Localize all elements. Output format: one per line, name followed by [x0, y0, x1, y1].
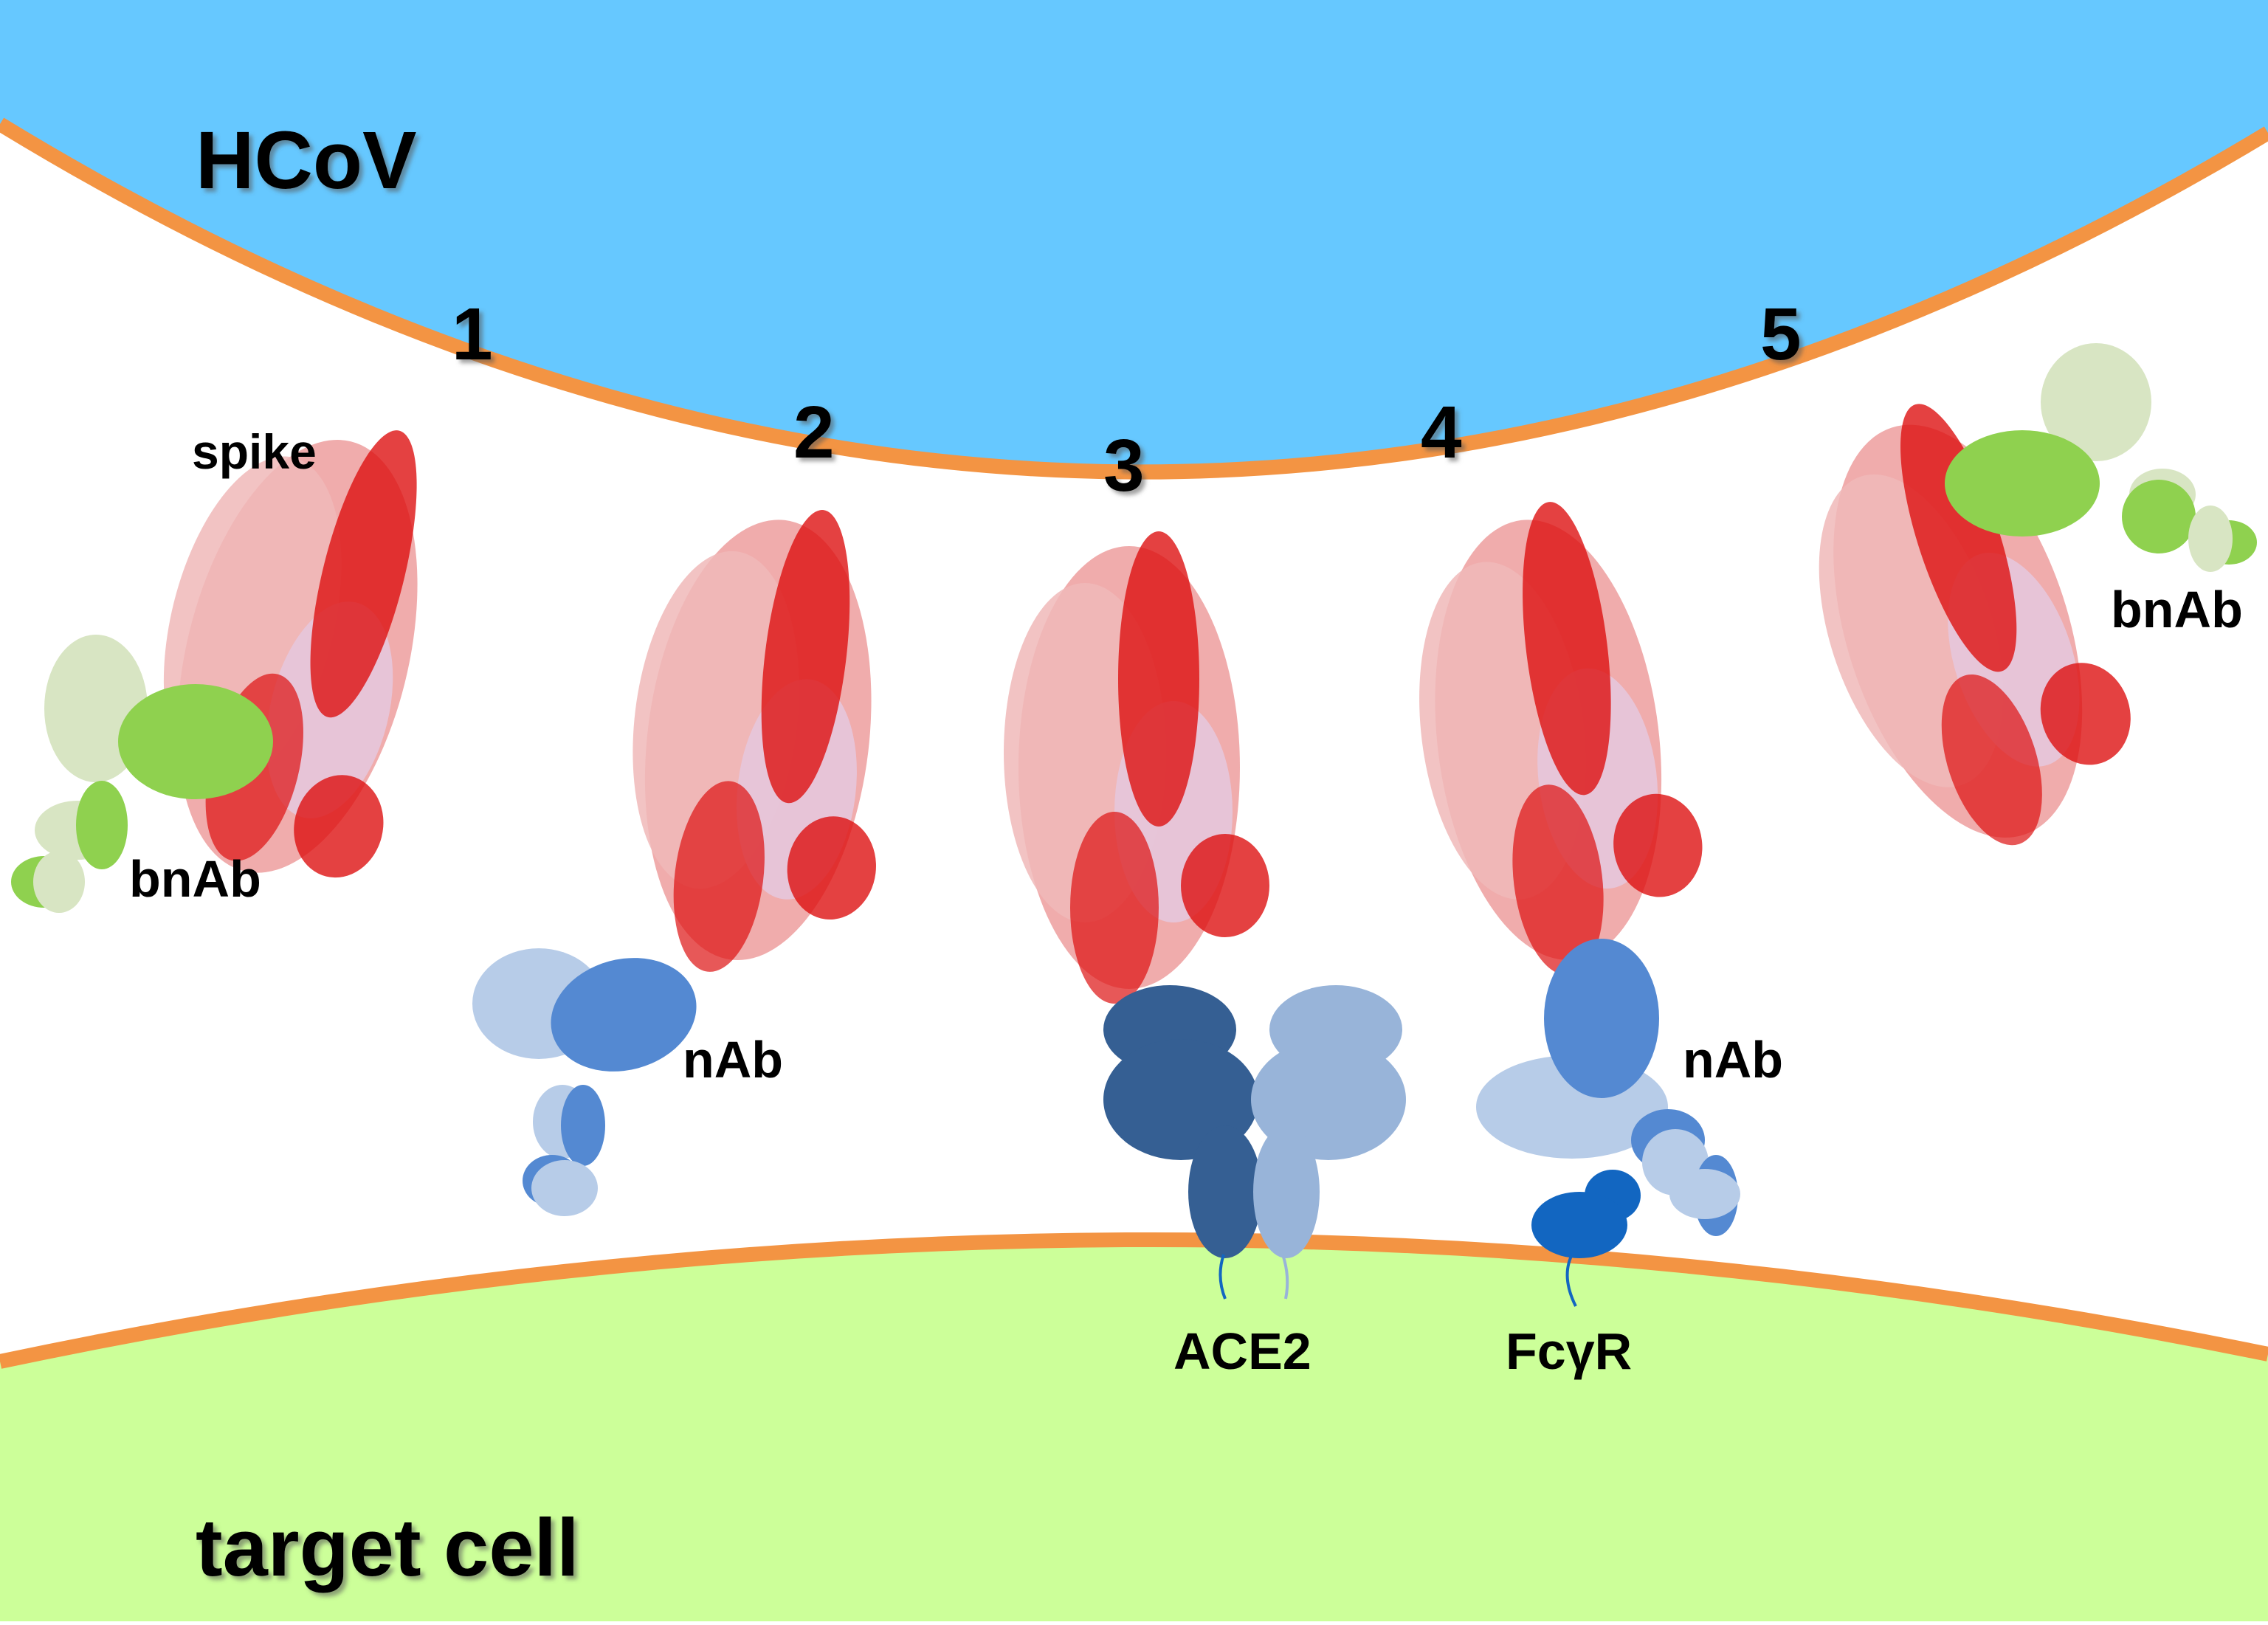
step-number-5: 5	[1760, 293, 1802, 376]
bnab-antibody-right	[1945, 343, 2257, 572]
target-cell-body	[0, 1239, 2268, 1621]
spike-protein	[1419, 502, 1703, 976]
step-number-3: 3	[1103, 424, 1145, 507]
fcgr-label: FcγR	[1506, 1322, 1632, 1380]
nab-label-right: nAb	[1683, 1031, 1783, 1088]
spike-protein	[1004, 531, 1269, 1004]
virus-label: HCoV	[196, 115, 416, 206]
nab-antibody-left	[472, 948, 697, 1216]
nab-antibody-right	[1476, 939, 1740, 1236]
fcgr-receptor	[1531, 1170, 1641, 1307]
target-cell-label: target cell	[196, 1502, 579, 1593]
virus-envelope	[0, 0, 2268, 472]
bnab-label-right: bnAb	[2111, 581, 2243, 638]
nab-label-left: nAb	[683, 1031, 783, 1088]
spike-protein	[633, 510, 876, 972]
bnab-antibody-left	[11, 635, 273, 913]
ace2-receptor	[1103, 985, 1406, 1300]
cell-membrane	[0, 1232, 2268, 1369]
step-number-1: 1	[452, 293, 493, 376]
step-number-2: 2	[793, 391, 835, 474]
spike-label: spike	[192, 424, 317, 479]
virus-membrane	[0, 117, 2268, 480]
bnab-label-left: bnAb	[129, 850, 261, 908]
ace2-label: ACE2	[1173, 1322, 1311, 1380]
step-number-4: 4	[1421, 391, 1462, 474]
